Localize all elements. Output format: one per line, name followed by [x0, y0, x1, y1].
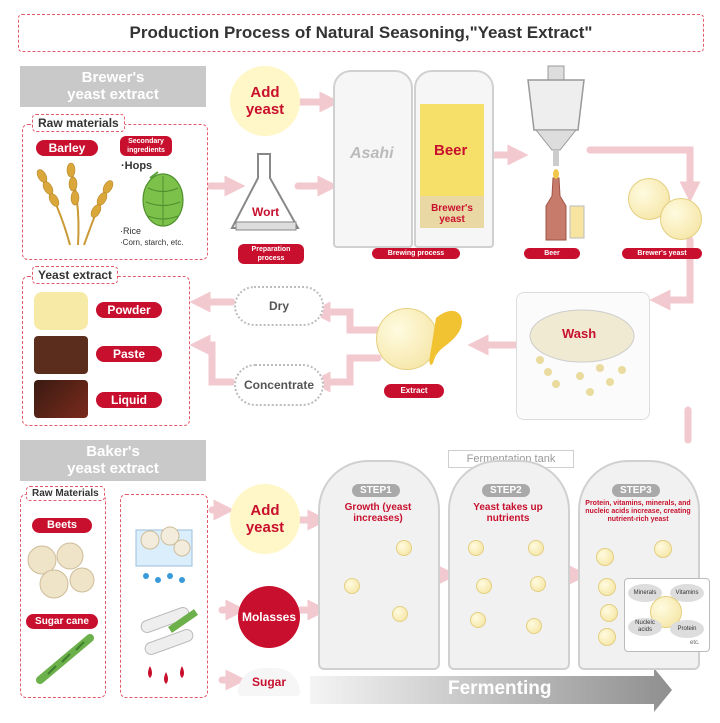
arrow-extract-dry	[309, 301, 382, 334]
page-title: Production Process of Natural Seasoning,…	[18, 14, 704, 52]
arrow-yeast-wash	[649, 236, 694, 311]
sugar-cane-label: Sugar cane	[26, 614, 98, 629]
step3-yeast	[598, 628, 616, 646]
concentrate-cloud: Concentrate	[234, 364, 324, 406]
step1-yeast	[396, 540, 412, 556]
brewers-banner-line2: yeast extract	[67, 86, 159, 103]
corn-label: ·Corn, starch, etc.	[120, 238, 184, 247]
preparation-process-label: Preparation process	[238, 244, 304, 264]
step2-pill: STEP2	[482, 484, 530, 497]
hops-label: ·Hops	[121, 160, 153, 172]
raw-materials-tag: Raw materials	[32, 114, 125, 132]
dry-text: Dry	[268, 299, 289, 313]
step2-yeast	[526, 618, 542, 634]
step1-text: Growth (yeast increases)	[344, 502, 412, 524]
paste-image	[34, 336, 88, 374]
molasses-text: Molasses	[241, 610, 297, 624]
extract-label: Extract	[384, 384, 444, 398]
nucleic-acids-badge: Nucleic acids	[628, 618, 662, 636]
molasses-circle: Molasses	[238, 586, 300, 648]
minerals-badge: Minerals	[628, 584, 662, 602]
add-yeast-top: Add yeast	[230, 66, 300, 136]
paste-label: Paste	[96, 346, 162, 362]
brewers-yeast-in-tank-label: Brewer's yeast	[431, 203, 473, 225]
arrow-to-brewers-yeast	[586, 146, 701, 203]
add-yeast-bottom: Add yeast	[230, 484, 300, 554]
beer-fill	[420, 104, 484, 196]
step1-yeast	[392, 606, 408, 622]
bakers-banner: Baker's yeast extract	[20, 440, 206, 481]
bakers-processing-box	[120, 494, 208, 698]
step2-yeast	[528, 540, 544, 556]
arrow-concentrate-product	[189, 334, 236, 386]
wash-box	[516, 292, 650, 420]
rice-label: ·Rice	[120, 226, 142, 236]
step2-yeast	[468, 540, 484, 556]
add-yeast-bottom-text: Add yeast	[245, 502, 285, 536]
brewers-banner: Brewer's yeast extract	[20, 66, 206, 107]
wash-label: Wash	[562, 326, 597, 341]
step3-yeast	[598, 578, 616, 596]
bakers-banner-line1: Baker's	[86, 443, 140, 460]
brewing-tank-left	[333, 70, 413, 248]
liquid-label: Liquid	[96, 392, 162, 408]
step1-pill: STEP1	[352, 484, 400, 497]
asahi-logo: Asahi	[350, 145, 394, 162]
etc-label: etc.	[690, 640, 700, 646]
bakers-banner-line2: yeast extract	[67, 460, 159, 477]
sugar-pile: Sugar	[238, 668, 300, 696]
title-text: Production Process of Natural Seasoning,…	[129, 23, 593, 42]
barley-label: Barley	[36, 140, 98, 156]
yeast-extract-tag: Yeast extract	[32, 266, 119, 284]
brewing-process-label: Brewing process	[372, 248, 460, 259]
step3-text: Protein, vitamins, minerals, and nucleic…	[585, 500, 691, 523]
yeast-sediment	[420, 196, 484, 228]
powder-label: Powder	[96, 302, 162, 318]
add-yeast-top-text: Add yeast	[245, 84, 285, 118]
step2-text: Yeast takes up nutrients	[473, 502, 543, 524]
wort-label: Wort	[252, 205, 280, 219]
arrow-extract-concentrate	[309, 354, 382, 393]
fermenting-label: Fermenting	[448, 678, 552, 699]
beets-label: Beets	[32, 518, 92, 533]
brewers-banner-line1: Brewer's	[81, 69, 145, 86]
fermenting-arrow	[310, 668, 672, 712]
beer-in-tank-label: Beer	[434, 142, 468, 159]
vitamins-badge: Vitamins	[670, 584, 704, 602]
step3-pill: STEP3	[612, 484, 660, 497]
brewers-yeast-label: Brewer's yeast	[622, 248, 702, 259]
step2-yeast	[476, 578, 492, 594]
dry-cloud: Dry	[234, 286, 324, 326]
step1-yeast	[344, 578, 360, 594]
beer-label: Beer	[524, 248, 580, 259]
powder-image	[34, 292, 88, 330]
step2-yeast	[470, 612, 486, 628]
extract-ball	[376, 308, 438, 370]
step3-yeast	[600, 604, 618, 622]
brewers-yeast-ball-2	[660, 198, 702, 240]
step3-yeast	[654, 540, 672, 558]
bakers-raw-materials-tag: Raw Materials	[26, 486, 105, 501]
concentrate-text: Concentrate	[243, 378, 314, 392]
sugar-text: Sugar	[251, 675, 286, 689]
step2-yeast	[530, 576, 546, 592]
protein-badge: Protein	[670, 620, 704, 638]
secondary-ingredients-label: Secondary ingredients	[120, 136, 172, 156]
liquid-image	[34, 380, 88, 418]
step3-yeast	[596, 548, 614, 566]
